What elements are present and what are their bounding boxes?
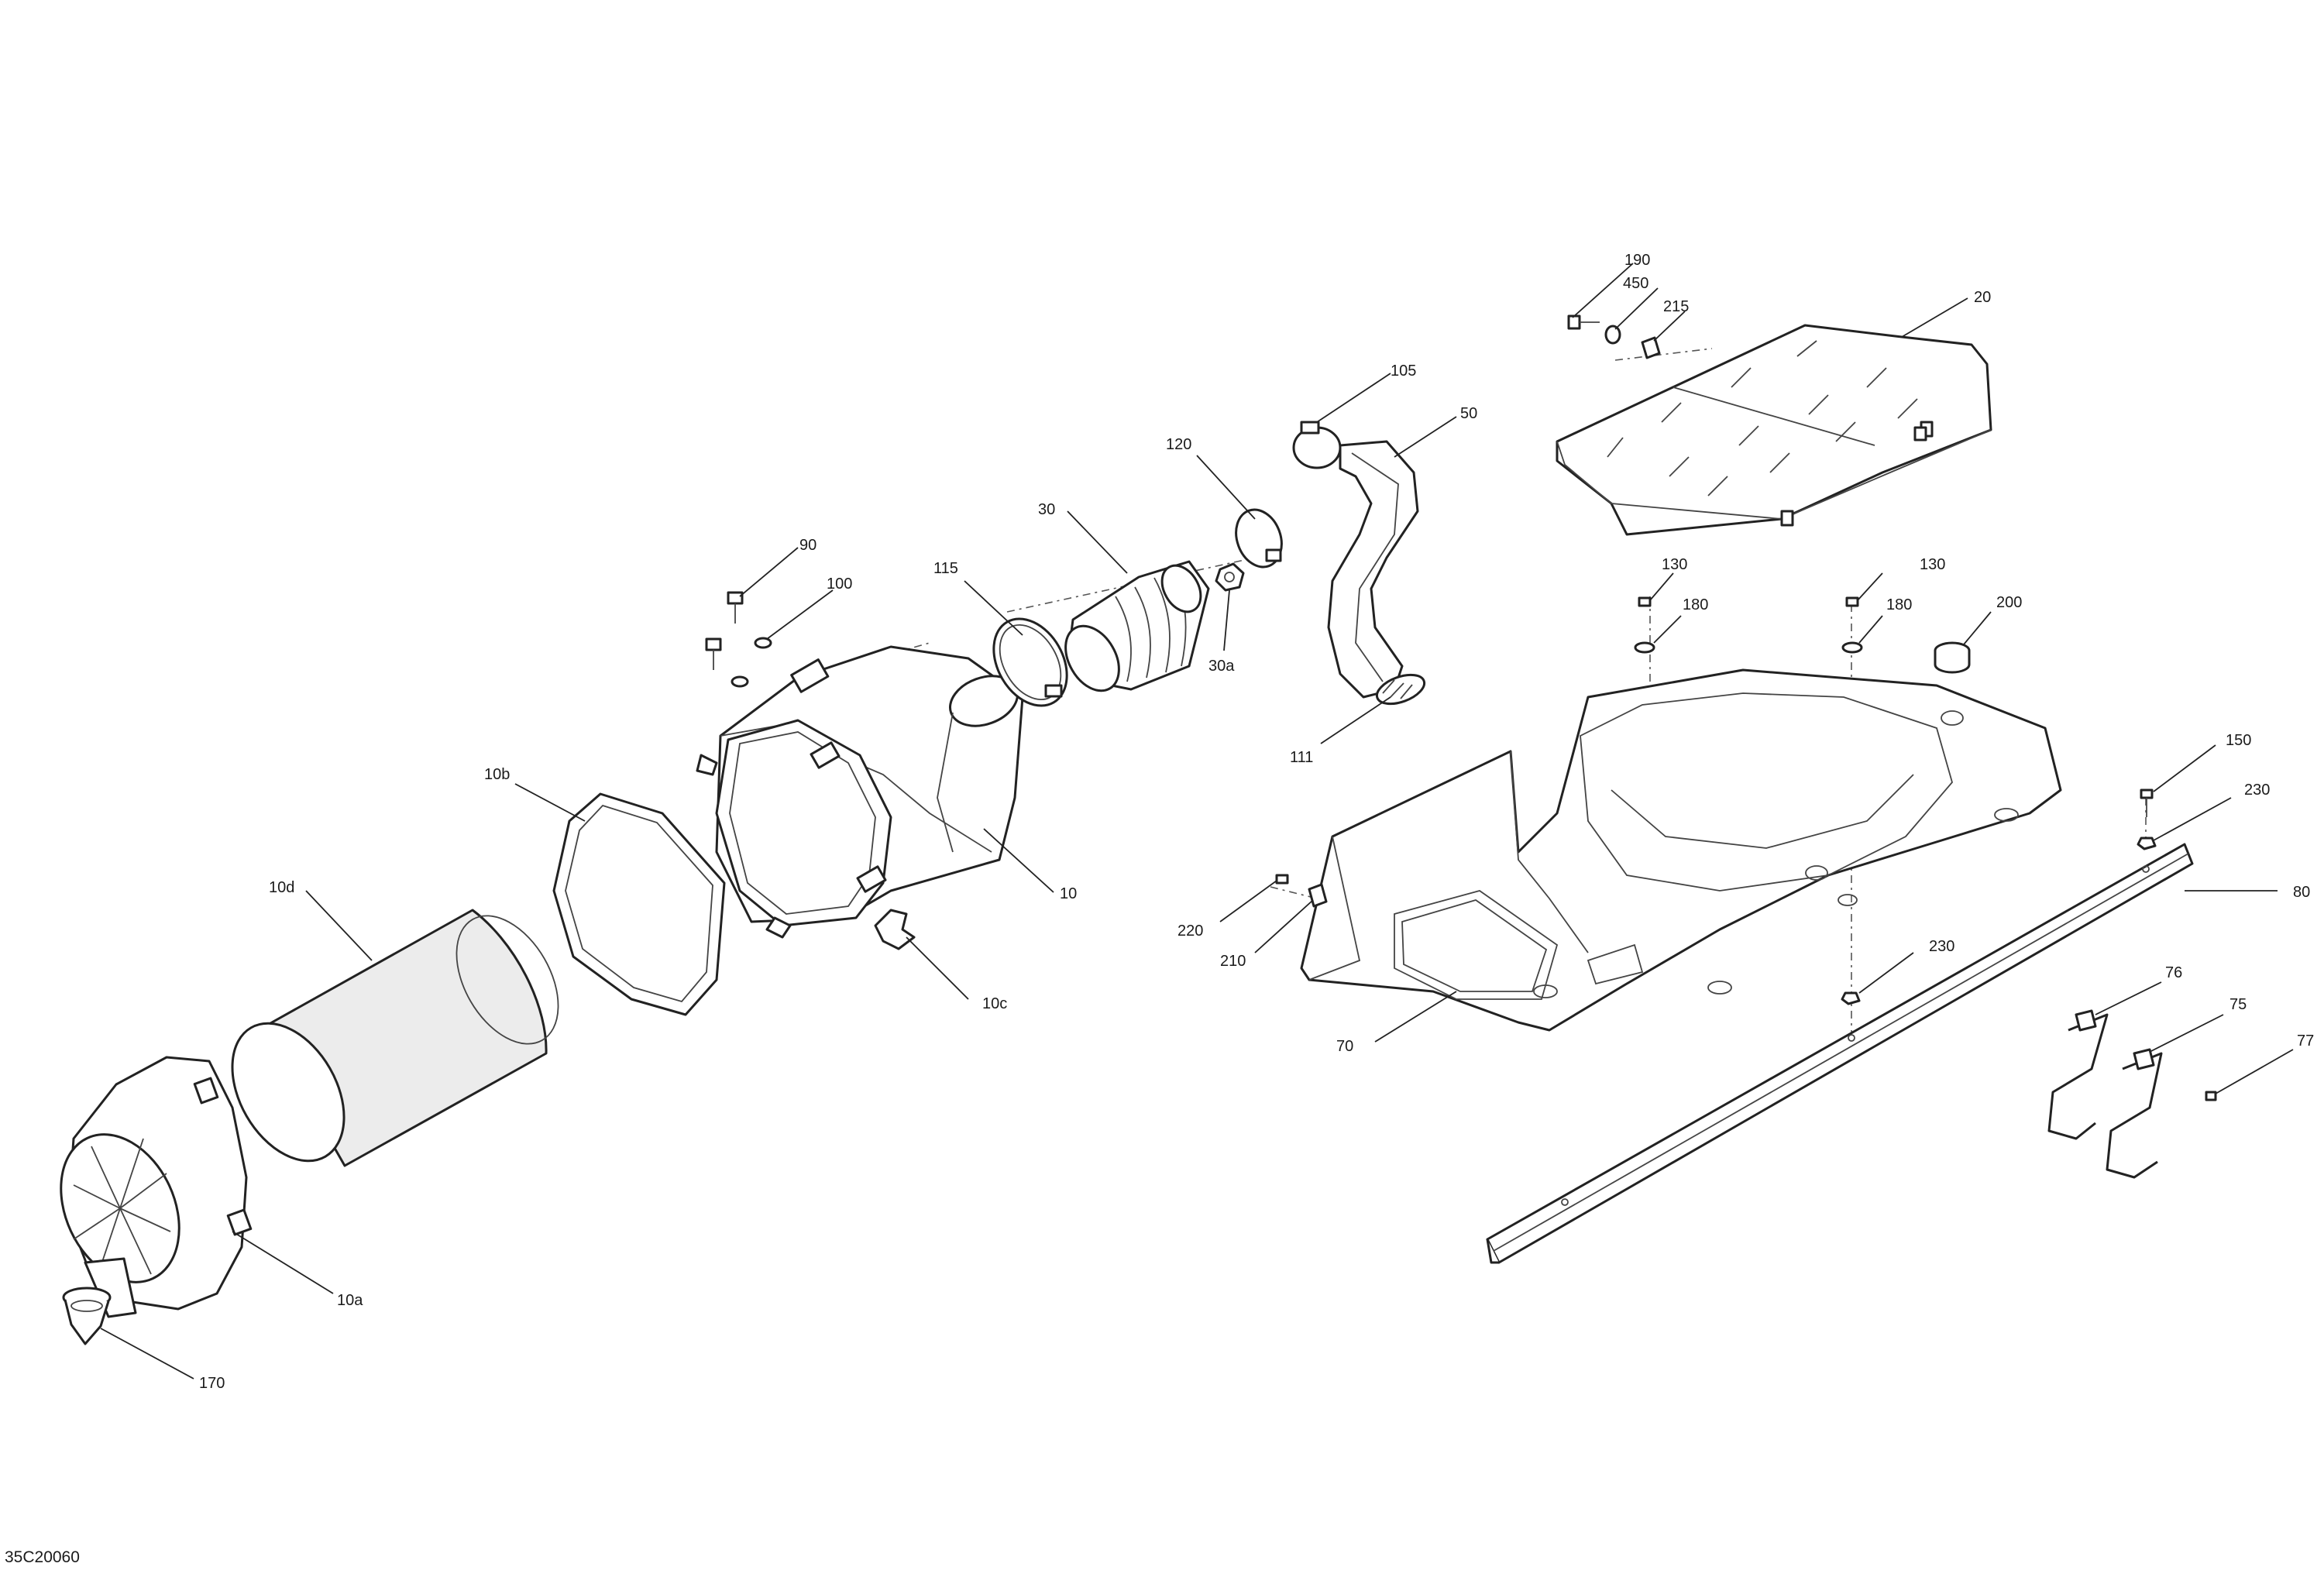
callout-30: 30 [1038,501,1055,518]
filter-housing-10 [696,645,1024,939]
nut-230 [1841,837,2157,1005]
callout-130-left: 130 [1662,556,1687,573]
callout-76: 76 [2165,964,2182,981]
housing-gasket-10b [552,792,726,1016]
callout-220: 220 [1177,922,1203,940]
clip-210 [1308,883,1328,908]
callout-30a: 30a [1208,658,1235,675]
callout-10c: 10c [982,995,1007,1012]
bellows-30 [1064,560,1210,692]
screw-130 [1638,596,1859,607]
hose-grill-111 [1375,673,1426,706]
washer-450 [1604,325,1621,345]
nut-30a [1215,562,1245,592]
callout-230-lower: 230 [1929,938,1954,955]
drain-valve-170 [62,1287,112,1345]
callout-20: 20 [1974,289,1991,306]
callout-77: 77 [2297,1032,2314,1050]
leader-lines [100,263,2294,1379]
drawing-code: 35C20060 [5,1548,80,1566]
callout-70: 70 [1336,1038,1353,1055]
washer-180 [1634,641,1863,654]
callout-200: 200 [1996,594,2022,611]
callout-10: 10 [1060,885,1077,902]
callout-450: 450 [1623,275,1648,292]
airbox-base-70 [1300,668,2062,1032]
clamp-105 [1292,421,1342,469]
callout-115: 115 [933,560,958,577]
screw-77 [2205,1091,2217,1101]
callout-labels: 190 450 215 20 105 50 120 30 30a 115 90 … [199,252,2314,1392]
callout-215: 215 [1663,298,1689,315]
washer-100 [731,637,772,688]
callout-75: 75 [2229,996,2247,1013]
callout-80: 80 [2293,884,2310,901]
grommet-200 [1934,641,1971,674]
clip-10c [874,909,916,950]
callout-90: 90 [799,537,816,554]
screw-150 [2140,788,2154,817]
callout-111: 111 [1290,749,1313,766]
callout-230-upper: 230 [2244,782,2270,799]
top-cover-20 [1556,324,1992,536]
callout-100: 100 [827,575,852,593]
callout-180-left: 180 [1683,596,1708,613]
callout-120: 120 [1166,436,1191,453]
clamp-115 [992,617,1068,707]
screw-90 [705,591,744,670]
clamp-120 [1235,508,1283,569]
callout-210: 210 [1220,953,1246,970]
clip-215 [1641,336,1661,359]
callout-150: 150 [2226,732,2251,749]
callout-10d: 10d [269,879,294,896]
filter-housing-cover-10a [60,1056,253,1318]
callout-10b: 10b [484,766,510,783]
callout-10a: 10a [337,1292,363,1309]
callout-105: 105 [1391,362,1416,380]
intake-hose-50 [1327,440,1419,699]
screw-220 [1275,874,1289,885]
callout-50: 50 [1460,405,1477,422]
callout-170: 170 [199,1375,225,1392]
callout-180-right: 180 [1886,596,1912,613]
screw-190 [1567,314,1600,330]
callout-190: 190 [1624,252,1650,269]
bracket-76 [2047,1009,2109,1140]
bracket-75 [2106,1048,2163,1179]
air-filter-element-10d [231,909,559,1167]
support-rail-80 [1486,843,2194,1264]
callout-130-right: 130 [1920,556,1945,573]
